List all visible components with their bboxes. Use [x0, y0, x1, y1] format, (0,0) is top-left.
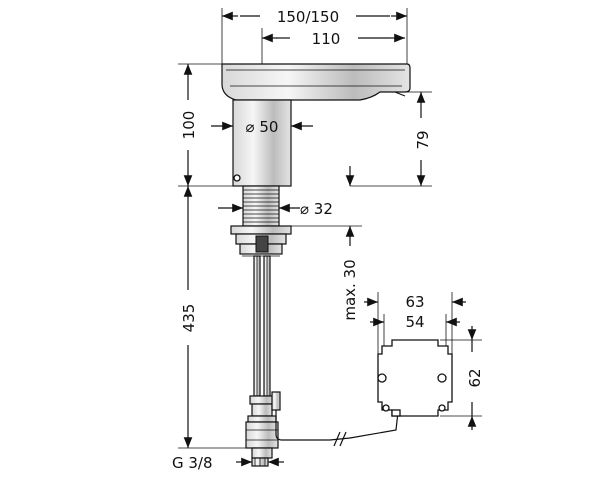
thread-fitting-detail — [251, 457, 269, 467]
dim-outlet-height-label: 79 — [414, 130, 432, 149]
dim-shank-diameter-label: ⌀ 32 — [300, 200, 333, 218]
shank-thread-lines — [243, 189, 279, 223]
threaded-shank — [242, 185, 280, 227]
sensor-cable-connector — [271, 391, 399, 447]
dim-mounting-depth-label: max. 30 — [341, 259, 359, 320]
dim-shank-diameter: ⌀ 32 — [218, 200, 333, 218]
dim-box-width-inner: 54 — [370, 313, 460, 346]
dim-outlet-height: 79 — [350, 91, 432, 187]
dim-height-total: 100 — [178, 63, 233, 187]
dim-box-width-outer-label: 63 — [405, 293, 424, 311]
dim-box-height: 62 — [440, 326, 484, 430]
dim-spout-total-label: 150/150 — [277, 8, 339, 26]
dim-box-height-label: 62 — [466, 368, 484, 387]
control-box — [377, 339, 453, 417]
faucet-spout — [221, 63, 411, 101]
supply-hoses — [245, 255, 279, 459]
mounting-nut — [230, 225, 292, 257]
dim-box-width-inner-label: 54 — [405, 313, 424, 331]
dim-mounting-depth: max. 30 — [291, 166, 362, 321]
dim-spout-total: 150/150 — [221, 8, 408, 64]
dim-connection-thread: G 3/8 — [172, 454, 284, 472]
dim-body-diameter: ⌀ 50 — [211, 118, 313, 136]
dim-body-diameter-label: ⌀ 50 — [246, 118, 279, 136]
dim-spout-reach-label: 110 — [312, 30, 341, 48]
dim-connection-thread-label: G 3/8 — [172, 454, 213, 472]
dim-spout-reach: 110 — [261, 28, 405, 64]
faucet-body — [232, 99, 292, 187]
dim-hose-length: 435 — [178, 186, 246, 449]
dim-height-total-label: 100 — [180, 111, 198, 140]
dim-hose-length-label: 435 — [180, 304, 198, 333]
